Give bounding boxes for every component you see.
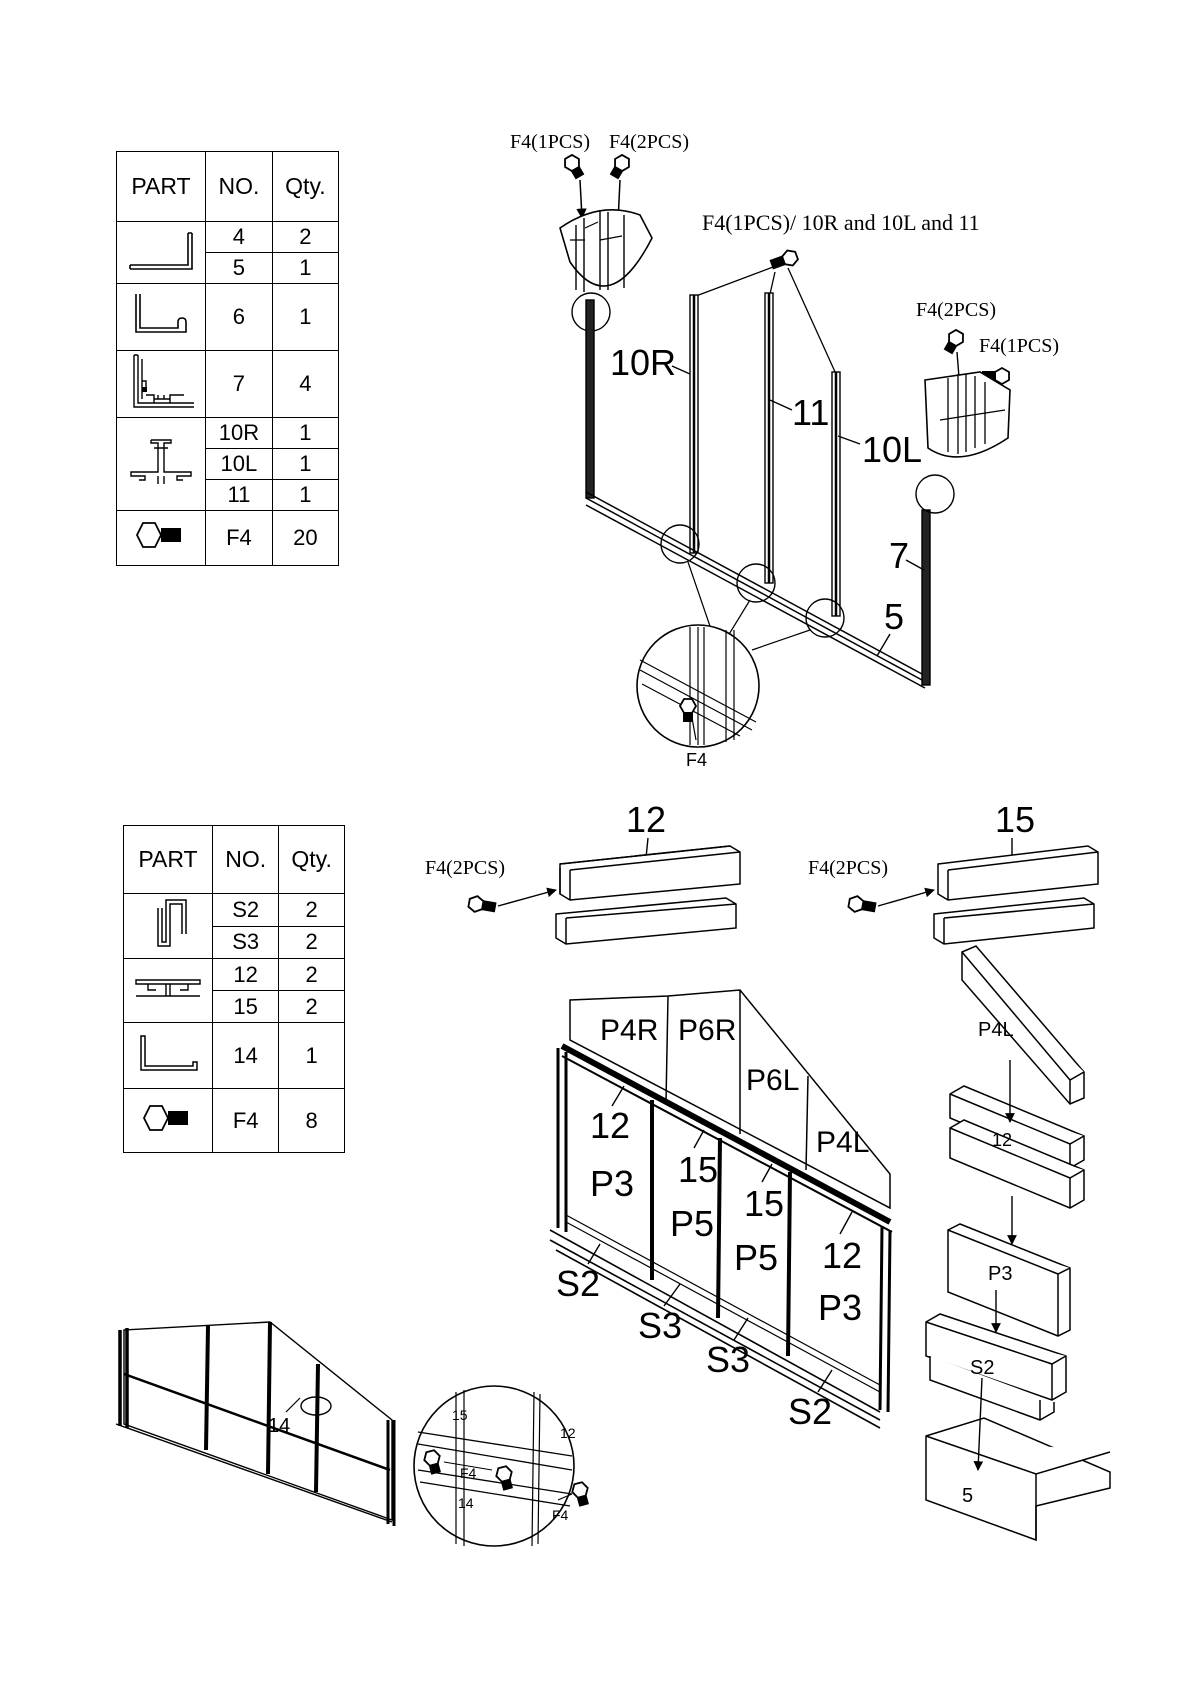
- label-b15b: 15: [744, 1183, 784, 1224]
- diagram-end-wall: F4(1PCS) F4(2PCS) F4(1PCS)/ 10R and 10L …: [510, 131, 1059, 770]
- diagram-full-wall: 14: [116, 1322, 394, 1526]
- detail-label-f4b: F4: [552, 1507, 569, 1523]
- label-p5b: P5: [734, 1237, 778, 1278]
- callout-f4-1pcs-right: F4(1PCS): [979, 335, 1059, 357]
- label-5: 5: [884, 596, 904, 637]
- label-p5a: P5: [670, 1203, 714, 1244]
- label-s2a: S2: [556, 1263, 600, 1304]
- label-s2b: S2: [788, 1391, 832, 1432]
- label-f4: F4: [686, 750, 707, 770]
- callout-f4-2pcs: F4(2PCS): [609, 131, 689, 153]
- callout-f4-2pcs-b: F4(2PCS): [808, 857, 888, 879]
- diagram-exploded-stack: [926, 946, 1110, 1540]
- rail-12-profile: [556, 846, 740, 944]
- bolt-icon: [941, 328, 966, 356]
- detail-label-12: 12: [560, 1425, 576, 1441]
- bolt-icon: [607, 153, 632, 181]
- bolt-icon: [848, 895, 877, 915]
- label-s3b: S3: [706, 1339, 750, 1380]
- detail-label-f4a: F4: [460, 1465, 477, 1481]
- label-11: 11: [792, 392, 829, 433]
- label-p4r: P4R: [600, 1014, 658, 1047]
- bottom-rail-5: [586, 492, 925, 688]
- diagram-panel-layout: P4R P6R P6L P4L 12 15 15 12 P3 P5 P5 P3 …: [550, 990, 892, 1432]
- detail-label-15: 15: [452, 1407, 468, 1423]
- callout-f4-2pcs-right: F4(2PCS): [916, 299, 996, 321]
- stack-label-5: 5: [962, 1485, 973, 1507]
- label-b12a: 12: [590, 1105, 630, 1146]
- label-rail-15: 15: [995, 799, 1035, 840]
- corner-detail: [560, 210, 652, 292]
- label-b15a: 15: [678, 1149, 718, 1190]
- label-10l: 10L: [862, 429, 922, 470]
- label-p6l: P6L: [746, 1064, 799, 1097]
- label-wall-14: 14: [268, 1415, 290, 1437]
- label-b12b: 12: [822, 1235, 862, 1276]
- stack-label-p4l: P4L: [978, 1019, 1014, 1041]
- stack-label-p3: P3: [988, 1263, 1012, 1285]
- label-p3a: P3: [590, 1163, 634, 1204]
- label-10r: 10R: [610, 342, 676, 383]
- label-s3a: S3: [638, 1305, 682, 1346]
- callout-f4-shared: F4(1PCS)/ 10R and 10L and 11: [702, 210, 980, 235]
- stack-label-s2: S2: [970, 1357, 994, 1379]
- label-rail-12: 12: [626, 799, 666, 840]
- label-7: 7: [889, 535, 909, 576]
- callout-f4-1pcs: F4(1PCS): [510, 131, 590, 153]
- callout-f4-2pcs-a: F4(2PCS): [425, 857, 505, 879]
- joint-detail-circle: [637, 625, 759, 747]
- bolt-icon: [468, 895, 497, 915]
- label-p6r: P6R: [678, 1014, 736, 1047]
- bolt-icon: [570, 1481, 591, 1507]
- bolt-icon: [562, 153, 587, 181]
- rail-15-profile: [934, 846, 1098, 944]
- bolt-icon: [768, 248, 799, 272]
- stack-label-12: 12: [992, 1130, 1012, 1150]
- member-left-post: [586, 300, 594, 498]
- diagram-rails: 12 15 F4(2PCS) F4(2PCS): [425, 799, 1098, 944]
- corner-detail: [925, 372, 1010, 457]
- label-p4l: P4L: [816, 1126, 869, 1159]
- detail-label-14: 14: [458, 1495, 474, 1511]
- label-p3b: P3: [818, 1287, 862, 1328]
